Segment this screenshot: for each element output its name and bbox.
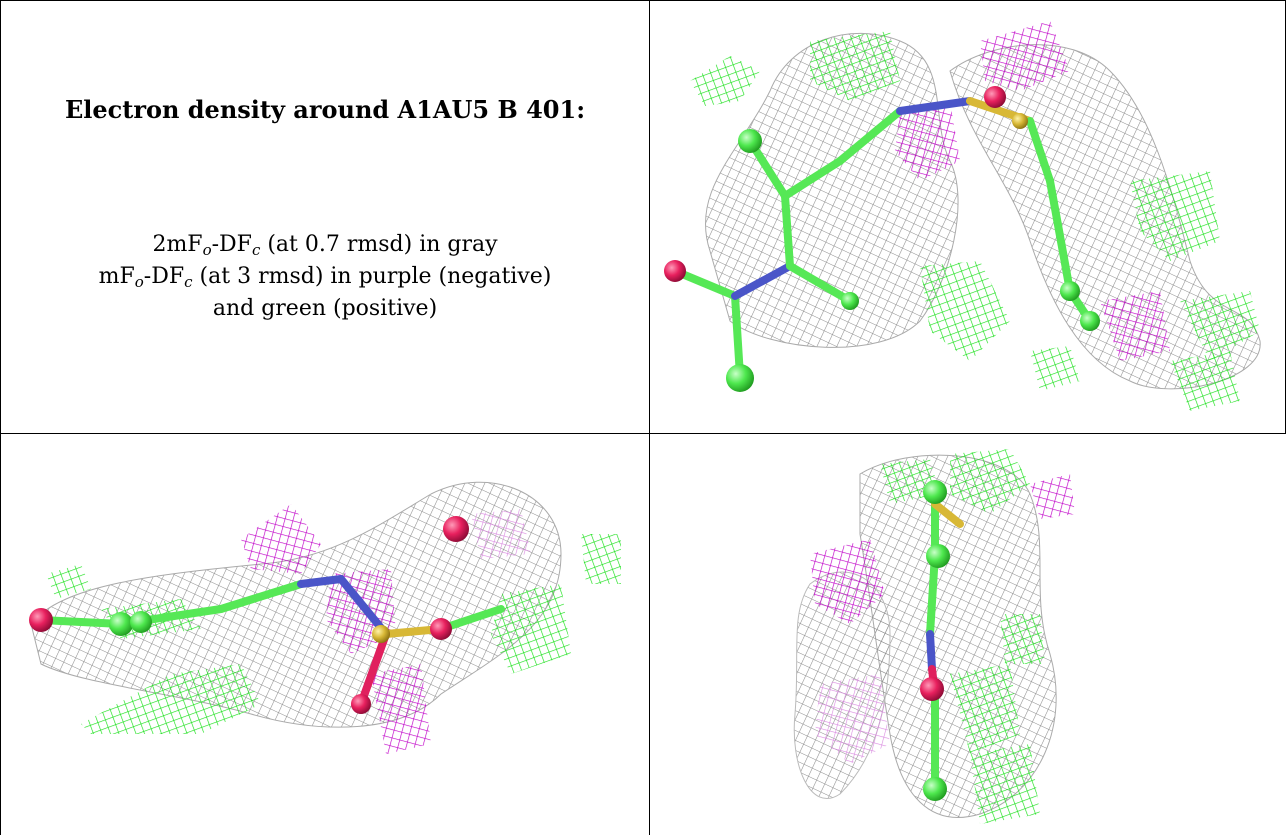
table-border-top (0, 0, 1286, 1)
positive-mesh (690, 31, 1260, 411)
caption-cell: Electron density around A1AU5 B 401: 2mF… (1, 1, 649, 432)
figure-heading: Electron density around A1AU5 B 401: (64, 95, 586, 124)
table-divider-vertical (649, 0, 650, 835)
ligand-bonds (671, 97, 1094, 380)
table-divider-horizontal (0, 433, 1286, 434)
ligand-atoms (920, 480, 950, 801)
negative-mesh (895, 21, 1170, 361)
table-border-left (0, 0, 1, 835)
ligand-atoms (664, 86, 1100, 392)
positive-mesh (880, 449, 1045, 824)
density-render-2 (29, 481, 621, 754)
description-line-colors: and green (positive) (212, 296, 438, 321)
density-render-1 (664, 21, 1261, 411)
density-render-3 (793, 449, 1075, 824)
negative-mesh (241, 504, 531, 754)
description-line-fofc: mFo-DFc (at 3 rmsd) in purple (negative) (98, 264, 552, 291)
ligand-atoms (29, 516, 469, 714)
density-view-1 (650, 1, 1285, 433)
density-view-3 (650, 434, 1285, 835)
figure-description: 2mFo-DFc (at 0.7 rmsd) in gray mFo-DFc (… (1, 229, 649, 325)
description-line-2fofc: 2mFo-DFc (at 0.7 rmsd) in gray (152, 232, 498, 259)
negative-mesh (810, 474, 1075, 764)
density-view-2 (1, 434, 649, 835)
